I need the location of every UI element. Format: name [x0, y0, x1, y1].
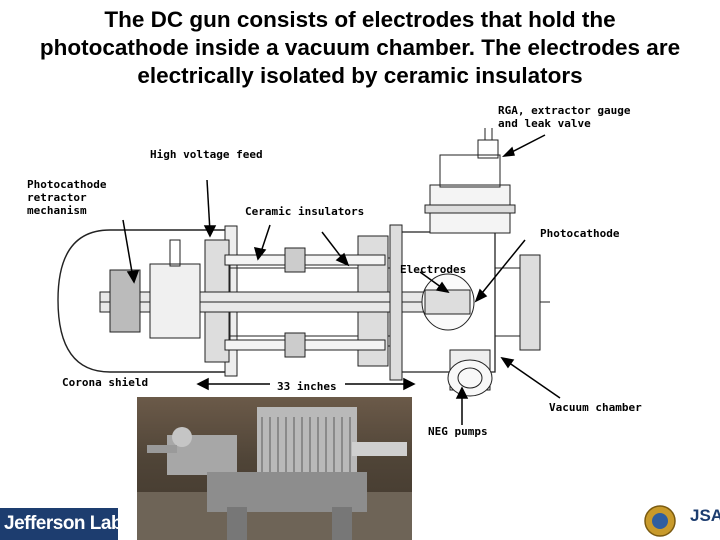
label-neg-pumps: NEG pumps [428, 425, 488, 438]
label-retractor: Photocathode retractor mechanism [27, 178, 107, 217]
label-corona-shield: Corona shield [62, 376, 149, 389]
beam-port-flange [519, 254, 541, 351]
seal-icon [644, 505, 676, 537]
title-line-3: electrically isolated by ceramic insulat… [137, 63, 583, 88]
arrow-hv-feed [206, 179, 211, 233]
jsa-logo: JSA [690, 506, 720, 525]
label-vacuum-chamber: Vacuum chamber [549, 401, 642, 414]
slide-title: The DC gun consists of electrodes that h… [0, 6, 720, 90]
photo-illustration [137, 407, 412, 540]
arrow-vacuum [504, 359, 561, 399]
gun-photograph [137, 397, 412, 540]
title-line-1: The DC gun consists of electrodes that h… [104, 7, 616, 32]
arrow-photocathode [477, 239, 526, 299]
label-electrodes: Electrodes [400, 263, 467, 276]
corona-shield-outline [57, 229, 235, 373]
label-photocathode: Photocathode [540, 227, 620, 240]
arrow-retractor [122, 219, 134, 279]
footer-logo-bar [0, 508, 118, 540]
label-ceramic-insulators: Ceramic insulators [245, 205, 365, 218]
jefferson-lab-logo: Jefferson Lab [4, 513, 123, 534]
label-dimension: 33 inches [277, 380, 337, 393]
label-hv-feed: High voltage feed [150, 148, 263, 161]
title-line-2: photocathode inside a vacuum chamber. Th… [39, 35, 681, 60]
label-rga: RGA, extractor gauge and leak valve [498, 104, 631, 130]
